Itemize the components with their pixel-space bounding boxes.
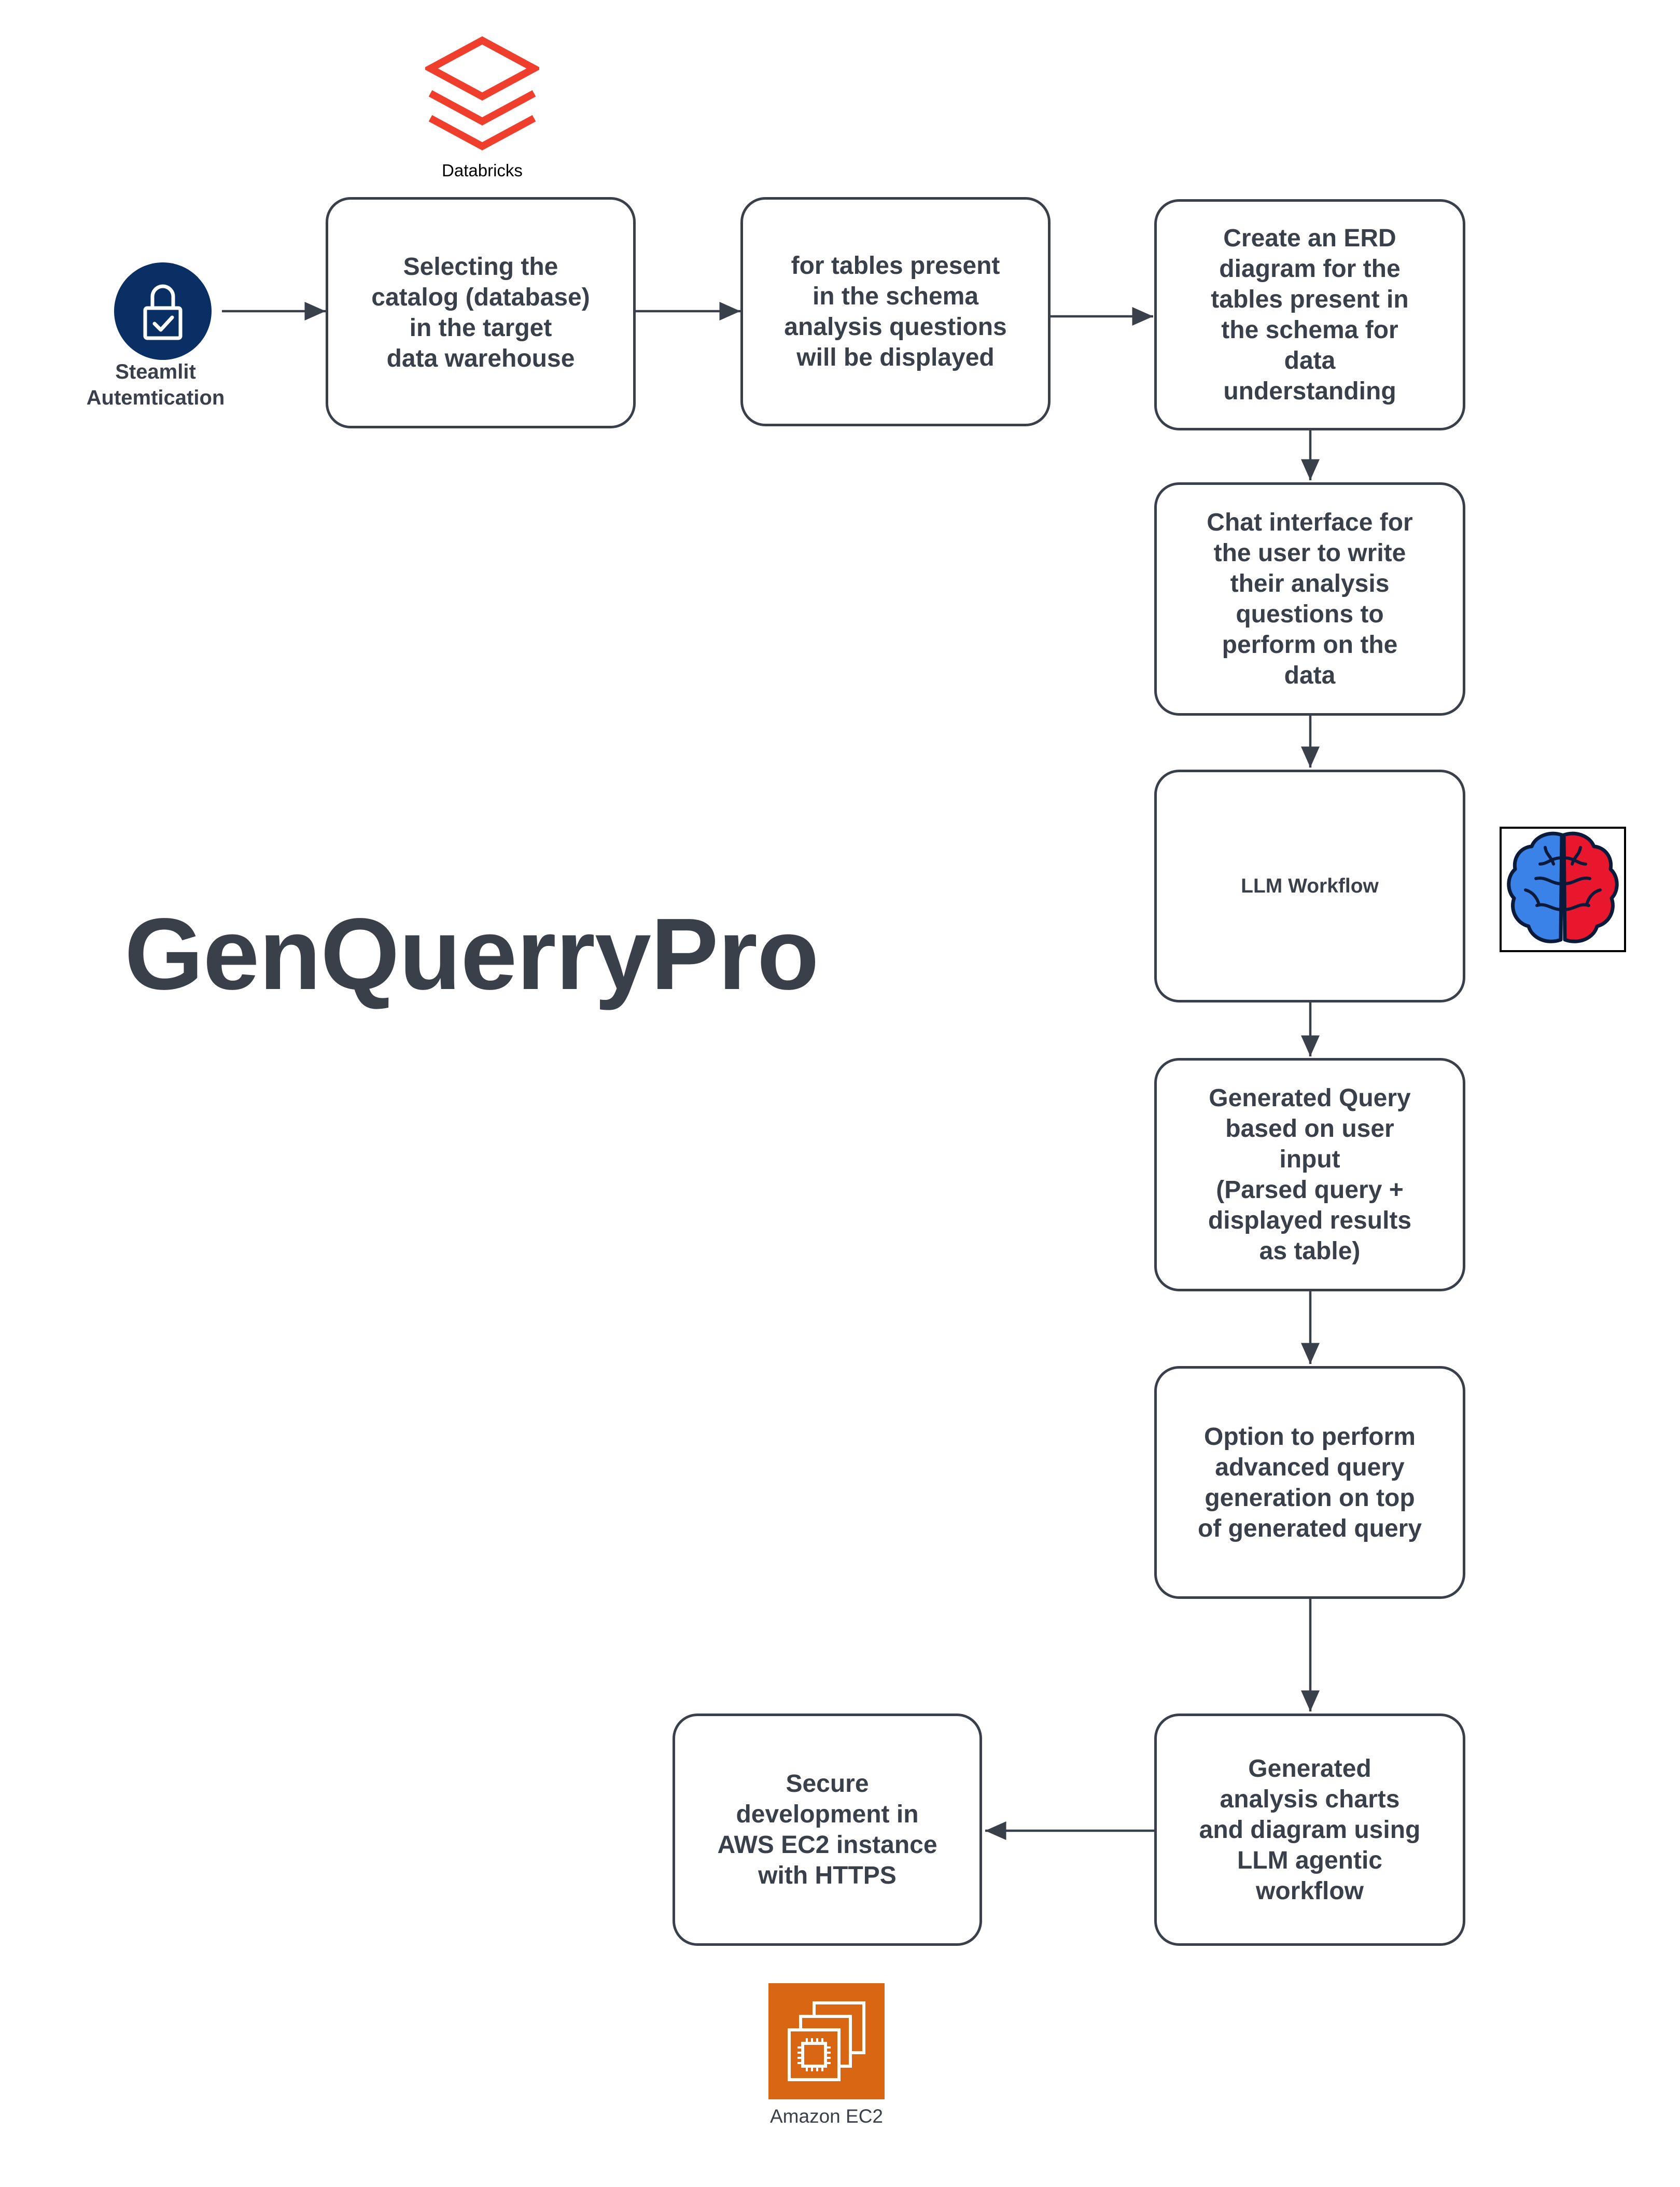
ec2-label: Amazon EC2 (770, 2106, 883, 2127)
page-title: GenQuerryPro (124, 897, 819, 1011)
step-chat-interface: Chat interface for the user to write the… (1154, 482, 1465, 716)
lock-icon (114, 262, 212, 360)
step-llm-workflow: LLM Workflow (1154, 770, 1465, 1002)
step-schema-questions: for tables present in the schema analysi… (740, 197, 1051, 426)
databricks-logo-icon (425, 36, 539, 150)
step-generated-query: Generated Query based on user input (Par… (1154, 1058, 1465, 1291)
step-secure-deployment: Secure development in AWS EC2 instance w… (673, 1714, 982, 1946)
brain-icon (1500, 827, 1626, 952)
ec2-chip-icon (768, 1983, 885, 2099)
auth-label: Steamlit Autemtication (86, 360, 225, 409)
databricks-label: Databricks (442, 161, 523, 180)
step-select-catalog: Selecting the catalog (database) in the … (326, 197, 636, 428)
step-erd-diagram: Create an ERD diagram for the tables pre… (1154, 199, 1465, 430)
step-analysis-charts: Generated analysis charts and diagram us… (1154, 1714, 1465, 1946)
step-advanced-query: Option to perform advanced query generat… (1154, 1366, 1465, 1599)
